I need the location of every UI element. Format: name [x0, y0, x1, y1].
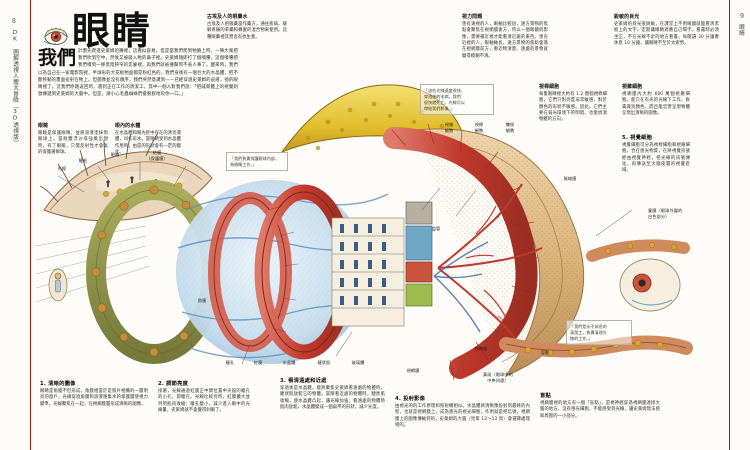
- quote-guard: 「我們負責保護眼球內部， 為眼睛工作。」: [226, 152, 288, 171]
- artery-tree: [437, 183, 543, 349]
- scale-figure-group: [48, 268, 68, 302]
- intro-paragraph: 我們 計畫先爬進史萊姆的嘴裡，這看似容易，但是當我們爬到牠臉上時，一陣大風把我們…: [38, 48, 238, 98]
- label-conjunctiva: 結膜 （保護膜）: [146, 150, 168, 161]
- sub-block-eyelid-title: 眼瞼: [38, 123, 49, 129]
- step-4-title: 4. 投射影像: [395, 396, 426, 402]
- optic-nerve-group: [499, 335, 693, 358]
- step-1-title: 1. 清晰的圖像: [40, 381, 76, 387]
- label-iris: 虹膜: [253, 360, 263, 365]
- quote-cone-text: 「這些光線速度很快， 穿透後的毛病，我們 很快就死亡。光線可以 帶給我們影像。」: [424, 87, 465, 111]
- right-spine-title: 眼睛: [738, 24, 744, 36]
- label-optic-nerve: 視神經: [474, 346, 488, 351]
- intro-body-text: 計畫先爬進史萊姆的嘴裡，這看似容易，但是當我們爬到牠臉上時，一陣大風把我們吹到空…: [38, 49, 238, 98]
- callout-vision-body: 患有遠視的人，眼軸比較短，遠方景物的焦點會聚焦在視網膜後方，所以一個眼鏡的影像，…: [462, 21, 548, 59]
- label-cone-cells: 視錐 細胞: [444, 122, 454, 133]
- label-cornea: 角膜: [197, 298, 207, 303]
- retinal-cell-rack: [331, 201, 433, 327]
- callout-visual-cells-body: 視覺細胞可分為視桿細胞和視錐細胞，合在感光物質，在將視覺訊號經由視覺神經，把光線…: [622, 142, 690, 174]
- label-eyelashes: 睫毛: [78, 158, 88, 163]
- label-vitreous: 玻璃體: [351, 360, 365, 365]
- step-blind-spot: 盲點 視網膜視的地方有一個「盲點」，是視神經穿過視網膜連接大腦的地方，沒有感光細…: [540, 393, 660, 420]
- step-3-body: 穿過後是水晶體，能將聚焦史萊姆看遠處的物體時，睫狀肌放鬆它的物體，當眼看近處的物…: [280, 385, 385, 410]
- page-number-right: 9: [740, 13, 744, 20]
- quote-rod: 「我們是永不休息的 清潔工，負責清理光 線的工作。」: [566, 320, 632, 345]
- label-sclera: 鞏膜（眼球外圍的 白色部分）: [648, 208, 683, 219]
- sub-block-eyelid: 眼瞼 眼瞼是保護眼睛，並將淚液塗抹到眼球上。當耐塵浮沙或強風出現時，有了眼瞼，只…: [38, 123, 108, 156]
- quote-rod-text: 「我們是永不休息的 清潔工，負責清理光 線的工作。」: [570, 323, 607, 341]
- step-adjust-brightness: 2. 調節亮度 接著，光線通過虹膜正中間位置中央圓的瞳孔的小孔，即瞳孔。光線比較…: [158, 381, 250, 414]
- callout-vision-problems: 視力問題 患有遠視的人，眼軸比較短，遠方景物的焦點會聚焦在視網膜後方，所以一個眼…: [462, 14, 548, 60]
- label-retina: 視網膜: [406, 368, 420, 373]
- label-bipolar: 雙極 細胞: [505, 122, 515, 133]
- vein-tree: [433, 241, 489, 333]
- callout-vision-title: 視力問題: [462, 14, 483, 20]
- sub-block-aqueous-title: 眼內的水體: [115, 123, 141, 129]
- callout-sharp-eyes-title: 銳敏的目光: [614, 14, 640, 20]
- step-far-and-near: 3. 看清遠處和近處 穿過後是水晶體，能將聚焦史萊姆看遠處的物體時，睫狀肌放鬆它…: [280, 378, 385, 411]
- sub-block-aqueous: 眼內的水體 在水晶體和眼內腔中存在的清亮液體，叫作房水。當眼睛受到水晶體作用時，…: [115, 123, 181, 156]
- label-blind-spot: 盲點: [540, 350, 550, 355]
- eyeball-vignette: [619, 258, 681, 312]
- sclera-band-upper: [586, 239, 690, 262]
- eye-cutaway-illustration: [36, 60, 716, 390]
- step-2-body: 接著，光線通過虹膜正中間位置中央圓的瞳孔的小孔，即瞳孔。光線比較亮時，虹膜擴大並…: [158, 388, 250, 413]
- step-4-body: 由視光的的工作原理和照射機相似。水晶體將清晰像投射到最終的內壁，也就是視網膜上，…: [395, 403, 530, 428]
- step-1-body: 眼睛是角膜不但形成，角膜相當於是照片相機的一層明亮的窗戶，光線穿過角膜和淚液匯集…: [40, 388, 148, 407]
- callout-egyptian-body: 古埃及人把眼藥當作藥方，通往疾病、緩解疼痛的草藥和蜂蜜的混合物來使用。這種眼藥裡…: [207, 21, 287, 40]
- callout-rod-cells: 視桿細胞 每隻眼睛裡大約有 1.2 億個視桿細胞，它們只對亮度非常敏感，對於顏色…: [539, 84, 607, 124]
- sub-block-aqueous-body: 在水晶體和眼內腔中存在的清亮液體，叫作房水。當眼睛受到水晶體作用時，由是的形狀會…: [115, 130, 181, 155]
- step-2-title: 2. 調節亮度: [158, 381, 189, 387]
- page-number-left: 8: [12, 18, 16, 25]
- right-margin-rule: [728, 0, 730, 450]
- page-title: 眼睛: [72, 9, 153, 53]
- label-pupil: 瞳孔: [225, 360, 235, 365]
- callout-sharp-eyes-body: 史萊姆的目光很銳敏，在課堂上不用眼鏡就能看清黑板上的文字。定期讓眼睛適應自己喝字…: [614, 21, 719, 46]
- callout-cone-title: 視錐細胞: [622, 84, 643, 90]
- eye-emblem-icon: [44, 26, 68, 45]
- callout-cone-body: 視網膜內大約 600 萬個視錐細胞，能只在有光的光線下工作，負責識別顏色，而且能…: [622, 91, 690, 116]
- left-margin-rule: [30, 0, 32, 450]
- label-fovea: 黃斑（眼球中的 中央凹處）: [482, 372, 513, 383]
- callout-cone-cells: 視錐細胞 視網膜內大約 600 萬個視錐細胞，能只在有光的光線下工作，負責識別顏…: [622, 84, 690, 117]
- callout-visual-cells: 5. 視覺細胞 視覺細胞可分為視桿細胞和視錐細胞，合在感光物質，在將視覺訊號經由…: [622, 135, 690, 175]
- step-project-image: 4. 投射影像 由視光的的工作原理和照射機相似。水晶體將清晰像投射到最終的內壁，…: [395, 396, 530, 429]
- label-ciliary: 睫狀肌: [317, 360, 331, 365]
- step-blind-spot-title: 盲點: [540, 393, 551, 399]
- callout-sharp-eyes: 銳敏的目光 史萊姆的目光很銳敏，在課堂上不用眼鏡就能看清黑板上的文字。定期讓眼睛…: [614, 14, 719, 47]
- label-eyelid: 眼瞼: [110, 152, 120, 157]
- label-rod-cells: 視桿 細胞: [474, 122, 484, 133]
- label-leader-lines: [57, 162, 633, 377]
- callout-rod-body: 每隻眼睛裡大約有 1.2 億個視桿細胞，它們只對亮度非常敏感，對於顏色的形狀不敏…: [539, 91, 607, 123]
- label-blood-vessels: 血管: [431, 226, 441, 231]
- quote-cone: 「這些光線速度很快， 穿透後的毛病，我們 很快就死亡。光線可以 帶給我們影像。」: [420, 84, 494, 115]
- label-choroid: 脈絡膜: [563, 176, 577, 181]
- step-clear-image: 1. 清晰的圖像 眼睛是角膜不但形成，角膜相當於是照片相機的一層明亮的窗戶，光線…: [40, 381, 148, 408]
- callout-egyptian-eyedrops: 古埃及人的眼藥水 古埃及人把眼藥當作藥方，通往疾病、緩解疼痛的草藥和蜂蜜的混合物…: [207, 14, 287, 41]
- callout-egyptian-title: 古埃及人的眼藥水: [207, 14, 248, 20]
- quote-guard-text: 「我們負責保護眼球內部， 為眼睛工作。」: [230, 155, 280, 167]
- left-spine-title: DK 圖解透視人體大冒險（3D透視版）: [12, 30, 18, 146]
- callout-rod-title: 視桿細胞: [539, 84, 560, 90]
- callout-visual-cells-title: 5. 視覺細胞: [622, 135, 653, 141]
- sub-block-eyelid-body: 眼瞼是保護眼睛，並將淚液塗抹到眼球上。當耐塵浮沙或強風出現時，有了眼瞼，只需反射…: [38, 130, 108, 155]
- drop-cap: 我們: [38, 47, 77, 69]
- label-lens: 水晶體: [282, 360, 296, 365]
- step-3-title: 3. 看清遠處和近處: [280, 378, 327, 384]
- label-light-rays: 光線: [57, 166, 66, 171]
- step-blind-spot-body: 視網膜視的地方有一個「盲點」，是視神經穿過視網膜連接大腦的地方，沒有感光細胞，不…: [540, 400, 660, 419]
- eye-cutaway-svg: [36, 84, 693, 381]
